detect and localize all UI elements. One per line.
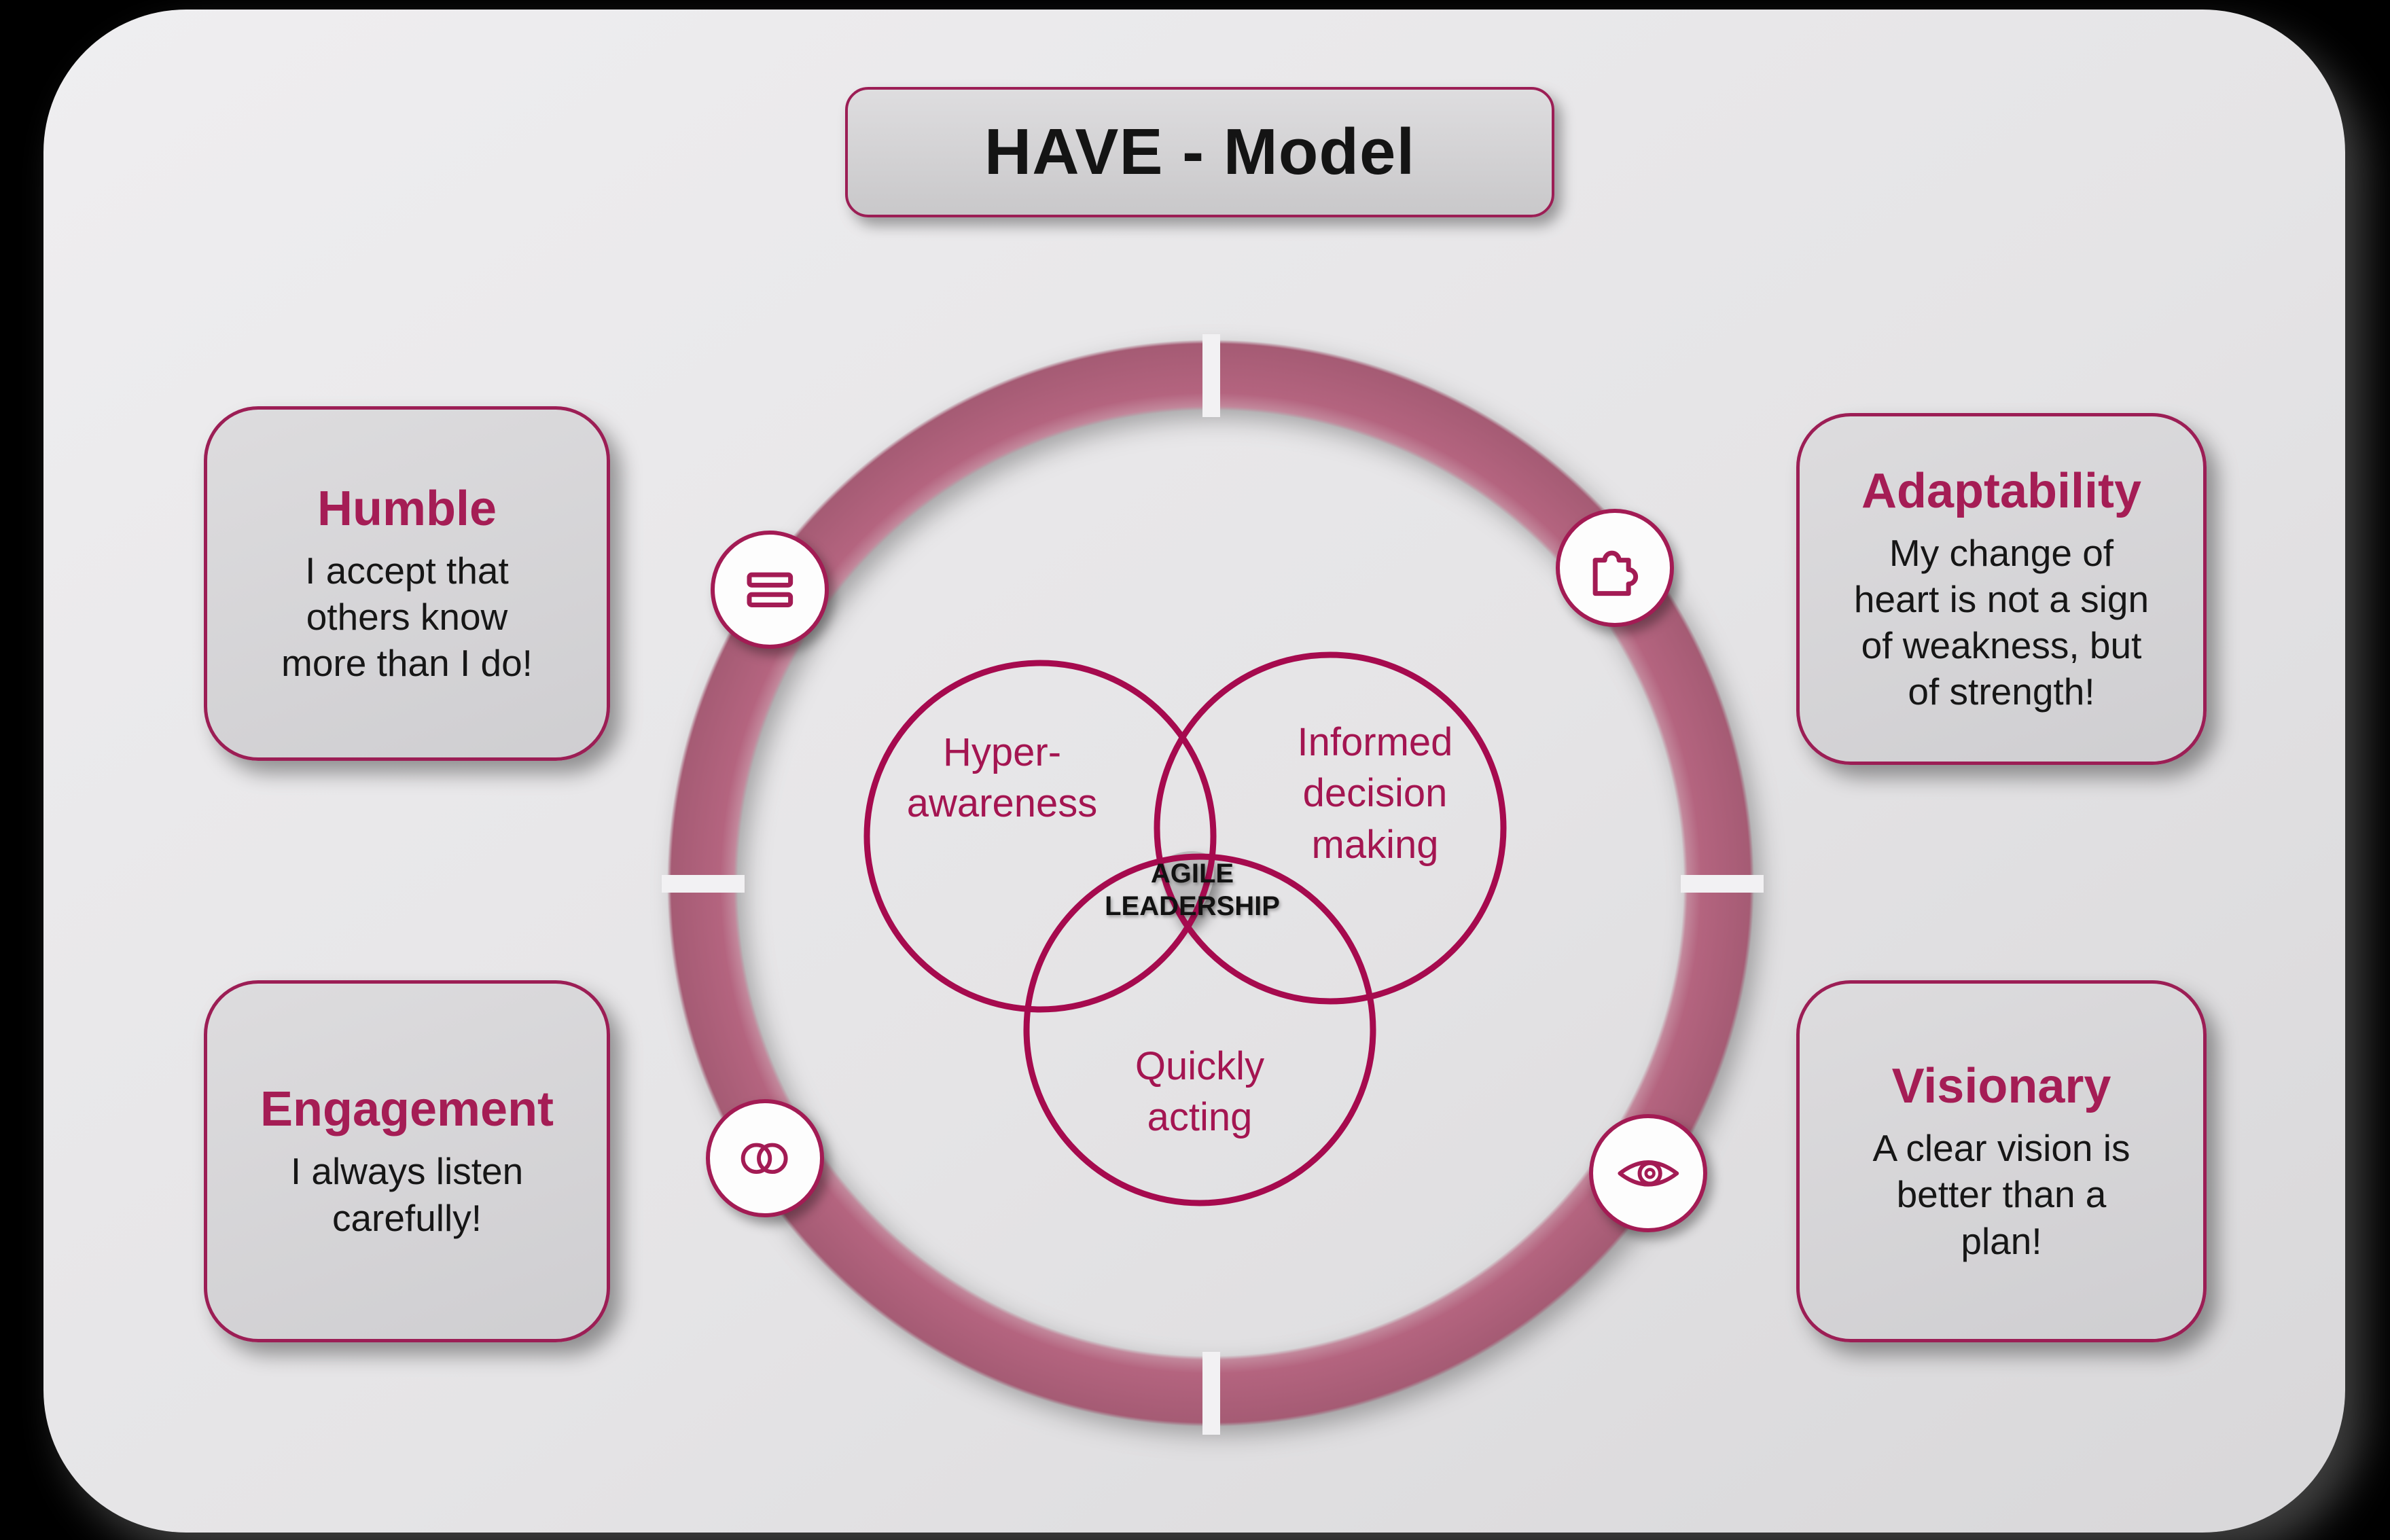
venn-label-hyper-awareness: Hyper- awareness xyxy=(906,730,1098,826)
title-box: HAVE - Model xyxy=(845,87,1554,217)
puzzle-glyph xyxy=(1592,550,1638,596)
eye-icon xyxy=(1589,1114,1707,1232)
venn-circle-informed-decision xyxy=(1154,651,1507,1005)
ring-gap-right xyxy=(1681,875,1764,893)
box-engagement: Engagement I always listen carefully! xyxy=(204,980,610,1342)
venn-diagram xyxy=(863,651,1507,1206)
box-humble-title: Humble xyxy=(317,481,497,536)
box-visionary: Visionary A clear vision is better than … xyxy=(1796,980,2207,1342)
venn-center-label: AGILE LEADERSHIP xyxy=(1105,859,1280,921)
box-humble: Humble I accept that others know more th… xyxy=(204,406,610,761)
venn-label-informed-decision-making: Informed decision making xyxy=(1297,720,1453,867)
venn-circle-quickly-acting xyxy=(1023,853,1376,1206)
venn-label-quickly-acting: Quickly acting xyxy=(1135,1044,1265,1140)
equals-glyph xyxy=(747,572,793,607)
box-engagement-title: Engagement xyxy=(260,1082,554,1137)
eye-glyph xyxy=(1618,1160,1679,1187)
ring-gap-bottom xyxy=(1202,1352,1220,1435)
ring-gap-top xyxy=(1202,334,1220,417)
overlapping-circles-glyph xyxy=(741,1143,788,1174)
have-model-card: HAVE - Model xyxy=(43,10,2345,1533)
box-adaptability-body: My change of heart is not a sign of weak… xyxy=(1853,531,2150,713)
box-adaptability-title: Adaptability xyxy=(1861,463,2142,518)
box-visionary-title: Visionary xyxy=(1891,1059,2111,1114)
box-adaptability: Adaptability My change of heart is not a… xyxy=(1796,413,2207,765)
page-title: HAVE - Model xyxy=(984,115,1416,188)
equals-icon xyxy=(711,531,829,649)
overlapping-circles-icon xyxy=(706,1099,824,1217)
ring-gap-left xyxy=(662,875,745,893)
box-humble-body: I accept that others know more than I do… xyxy=(281,549,533,685)
puzzle-piece-icon xyxy=(1556,509,1674,627)
box-engagement-body: I always listen carefully! xyxy=(290,1150,524,1239)
venn-circle-hyper-awareness xyxy=(863,660,1217,1013)
box-visionary-body: A clear vision is better than a plan! xyxy=(1872,1127,2130,1262)
